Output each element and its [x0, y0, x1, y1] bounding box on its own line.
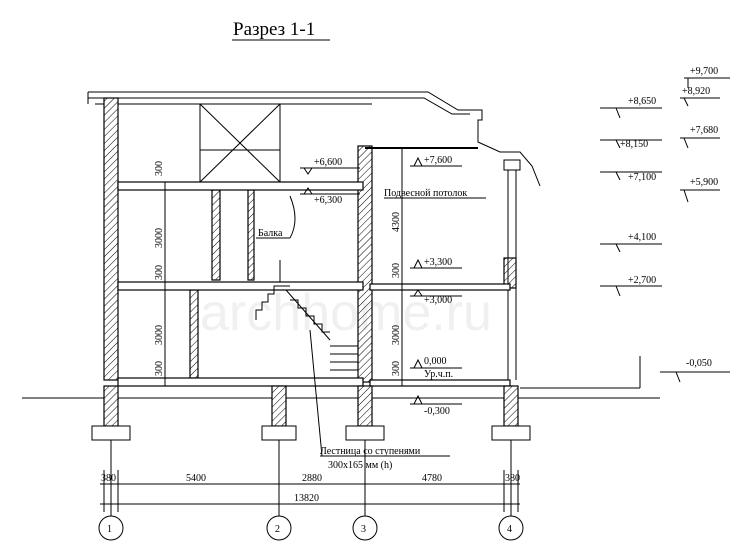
axis-label: 4 [507, 524, 512, 535]
dimension-label: 380 [505, 473, 520, 484]
height-label: 3000 [154, 325, 165, 345]
watermark: archhome.ru [200, 284, 492, 342]
total-dimension-label: 13820 [294, 493, 319, 504]
slab-right-ground [369, 379, 511, 387]
elevation-label: +2,700 [628, 275, 656, 286]
elevation-label: 0,000 [424, 356, 447, 367]
height-label: 300 [154, 265, 165, 280]
elevation-label: +7,600 [424, 155, 452, 166]
elevation-markers-section: +6,600 +6,300 +7,600 +3,300 +3,000 0,000… [300, 155, 462, 417]
partition-2f [211, 189, 221, 281]
slab-1 [117, 281, 364, 291]
ground-level-label: Ур.ч.п. [424, 369, 453, 380]
height-label: 300 [154, 361, 165, 376]
height-label: 4300 [391, 212, 402, 232]
dimension-label: 5400 [186, 473, 206, 484]
axis-label: 1 [107, 524, 112, 535]
height-label: 3000 [154, 228, 165, 248]
height-dimensions-center: 4300 300 3000 300 [391, 148, 403, 386]
foundation-3 [345, 385, 385, 441]
stair-wall [247, 189, 255, 281]
foundation-2 [261, 385, 297, 441]
elevation-label: +9,700 [690, 66, 718, 77]
height-label: 300 [154, 161, 165, 176]
elevation-label: +8,920 [682, 86, 710, 97]
beam-label: Балка [258, 228, 283, 239]
elevation-label: +8,150 [620, 139, 648, 150]
stair-label: Лестница со ступенями [320, 446, 421, 457]
suspended-ceiling-label: Подвесной потолок [384, 188, 467, 199]
dimension-label: 2880 [302, 473, 322, 484]
axis-label: 2 [275, 524, 280, 535]
slab-ground [117, 377, 364, 387]
elevation-label: +3,000 [424, 295, 452, 306]
dimension-label: 4780 [422, 473, 442, 484]
stair-size-label: 300х165 мм (h) [328, 460, 392, 471]
drawing-title: Разрез 1-1 [233, 19, 315, 40]
elevation-label: -0,300 [424, 406, 450, 417]
roof-inner [88, 97, 470, 115]
horizontal-dimensions: 380 5400 2880 4780 380 13820 [100, 470, 520, 512]
elevation-label: +5,900 [690, 177, 718, 188]
foundation-1 [91, 385, 131, 441]
elevation-label: +7,680 [690, 125, 718, 136]
elevation-label: +7,100 [628, 172, 656, 183]
axis-label: 3 [361, 524, 366, 535]
height-label: 300 [391, 263, 402, 278]
slab-right-1 [369, 283, 511, 291]
roof-truss [199, 103, 281, 183]
elevation-markers-right: +9,700 +8,920 +8,650 +8,150 +7,680 +7,10… [600, 66, 730, 383]
slab-2 [117, 181, 364, 191]
partition-1f [189, 289, 199, 379]
left-exterior-wall [103, 97, 119, 381]
foundation-4 [491, 385, 531, 441]
elevation-label: +6,300 [314, 195, 342, 206]
axis-markers: 1 2 3 4 [98, 440, 524, 541]
elevation-label: +4,100 [628, 232, 656, 243]
elevation-label: -0,050 [686, 358, 712, 369]
height-dimensions-left: 300 3000 300 3000 300 [154, 161, 166, 386]
window-top [503, 159, 521, 171]
height-label: 300 [391, 361, 402, 376]
roof-profile [88, 91, 541, 187]
elevation-label: +8,650 [628, 96, 656, 107]
elevation-label: +6,600 [314, 157, 342, 168]
central-wall [357, 145, 373, 383]
staircase [255, 260, 358, 371]
height-label: 3000 [391, 325, 402, 345]
dimension-label: 380 [101, 473, 116, 484]
elevation-label: +3,300 [424, 257, 452, 268]
